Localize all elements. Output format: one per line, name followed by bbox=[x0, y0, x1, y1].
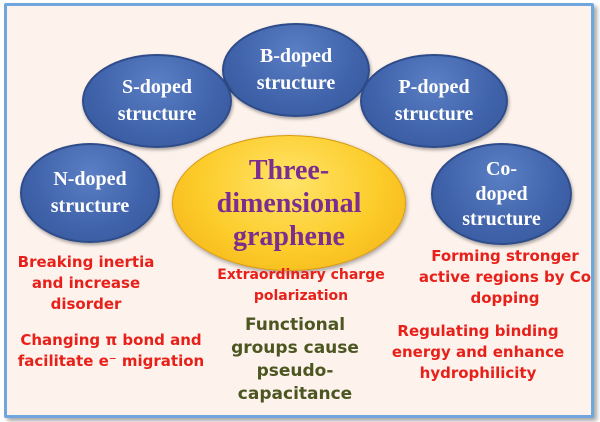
extraordinary-charge-note: Extraordinary charge polarization bbox=[217, 267, 385, 304]
p-doped-bubble: P-doped structure bbox=[360, 54, 508, 148]
co-doped-label: Co- doped structure bbox=[462, 157, 541, 230]
co-doped-bubble: Co- doped structure bbox=[431, 143, 572, 245]
b-doped-bubble: B-doped structure bbox=[222, 23, 370, 117]
n-doped-label: N-doped structure bbox=[50, 168, 130, 217]
breaking-inertia-note: Breaking inertia and increase disorder bbox=[17, 253, 155, 313]
center-graphene-label: Three- dimensional graphene bbox=[216, 154, 362, 252]
changing-pi-bond-note: Changing π bond and facilitate e⁻ migrat… bbox=[17, 331, 205, 370]
functional-groups-note: Functional groups cause pseudo- capacita… bbox=[231, 315, 359, 404]
regulating-binding-note: Regulating binding energy and enhance hy… bbox=[391, 322, 565, 382]
forming-stronger-note: Forming stronger active regions by Co do… bbox=[418, 247, 592, 307]
s-doped-label: S-doped structure bbox=[117, 76, 197, 125]
s-doped-bubble: S-doped structure bbox=[82, 54, 232, 148]
b-doped-label: B-doped structure bbox=[256, 45, 336, 94]
center-graphene-ellipse: Three- dimensional graphene bbox=[172, 135, 406, 271]
n-doped-bubble: N-doped structure bbox=[20, 143, 160, 243]
p-doped-label: P-doped structure bbox=[394, 76, 474, 125]
